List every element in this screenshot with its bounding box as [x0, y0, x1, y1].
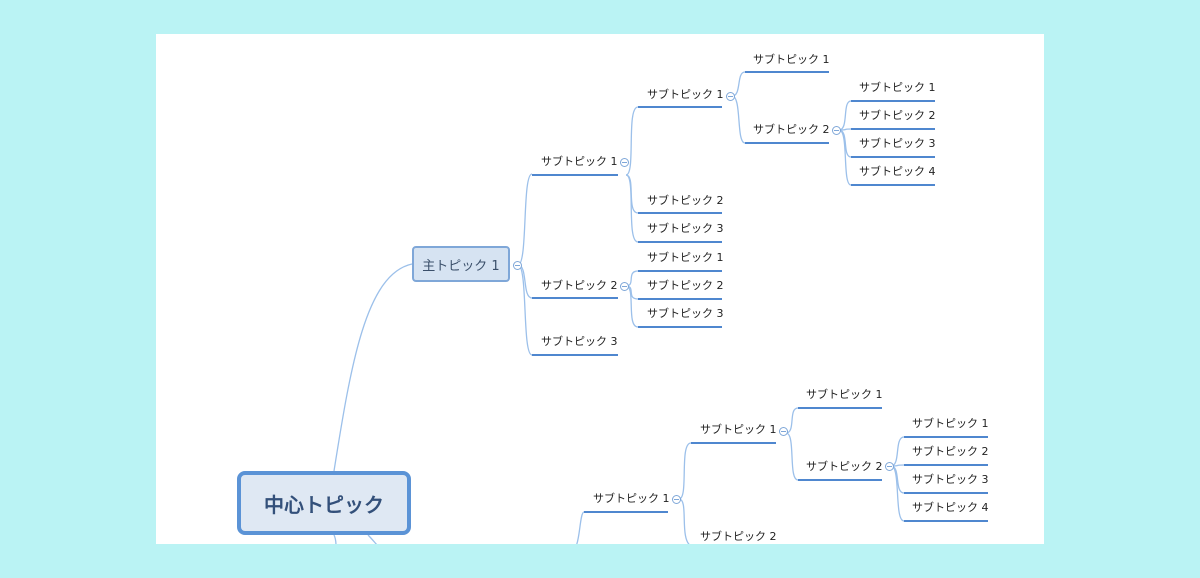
subtopic-node[interactable]: サブトピック 4 — [859, 165, 936, 178]
subtopic-node[interactable]: サブトピック 2 — [700, 530, 777, 543]
collapse-icon[interactable] — [779, 427, 788, 436]
subtopic-node[interactable]: サブトピック 4 — [912, 501, 989, 514]
collapse-icon[interactable] — [726, 92, 735, 101]
subtopic-node[interactable]: サブトピック 2 — [859, 109, 936, 122]
collapse-icon[interactable] — [672, 495, 681, 504]
subtopic-node[interactable]: サブトピック 2 — [912, 445, 989, 458]
subtopic-node[interactable]: サブトピック 1 — [806, 388, 883, 401]
central-topic[interactable]: 中心トピック — [237, 471, 411, 535]
collapse-icon[interactable] — [513, 261, 522, 270]
collapse-icon[interactable] — [620, 282, 629, 291]
collapse-icon[interactable] — [832, 126, 841, 135]
subtopic-node[interactable]: サブトピック 1 — [859, 81, 936, 94]
collapse-icon[interactable] — [620, 158, 629, 167]
subtopic-node[interactable]: サブトピック 1 — [912, 417, 989, 430]
subtopic-node[interactable]: サブトピック 1 — [541, 155, 618, 168]
subtopic-node[interactable]: サブトピック 2 — [806, 460, 883, 473]
subtopic-node[interactable]: サブトピック 1 — [593, 492, 670, 505]
subtopic-node[interactable]: サブトピック 2 — [647, 279, 724, 292]
subtopic-node[interactable]: サブトピック 3 — [647, 307, 724, 320]
collapse-icon[interactable] — [885, 462, 894, 471]
subtopic-node[interactable]: サブトピック 2 — [753, 123, 830, 136]
subtopic-node[interactable]: サブトピック 1 — [700, 423, 777, 436]
subtopic-node[interactable]: サブトピック 3 — [647, 222, 724, 235]
main-topic-1[interactable]: 主トピック 1 — [412, 246, 510, 282]
subtopic-node[interactable]: サブトピック 1 — [647, 88, 724, 101]
connector-lines — [333, 71, 988, 544]
subtopic-node[interactable]: サブトピック 2 — [647, 194, 724, 207]
mind-map-canvas: 主トピック 1 中心トピック サブトピック 1 サブトピック 2 サブトピック … — [156, 34, 1044, 544]
subtopic-node[interactable]: サブトピック 1 — [753, 53, 830, 66]
subtopic-node[interactable]: サブトピック 3 — [912, 473, 989, 486]
subtopic-node[interactable]: サブトピック 1 — [647, 251, 724, 264]
subtopic-node[interactable]: サブトピック 3 — [541, 335, 618, 348]
subtopic-node[interactable]: サブトピック 3 — [859, 137, 936, 150]
subtopic-node[interactable]: サブトピック 2 — [541, 279, 618, 292]
